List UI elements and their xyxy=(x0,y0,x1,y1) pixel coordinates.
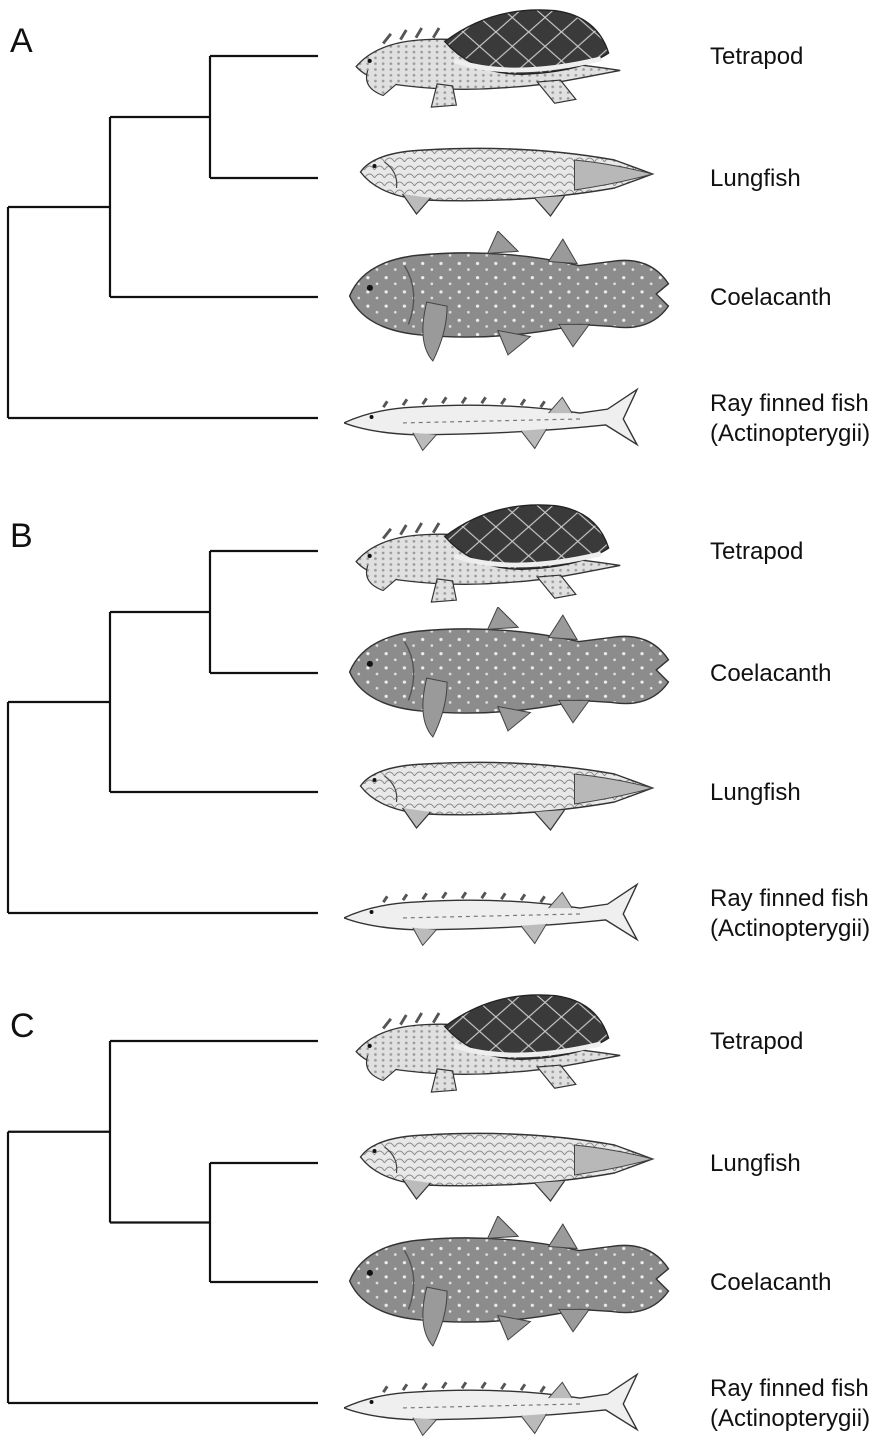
tetrapod-icon xyxy=(356,10,620,107)
taxon-label: Lungfish xyxy=(710,165,801,192)
tetrapod-icon xyxy=(356,505,620,602)
taxon-label: Tetrapod xyxy=(710,1028,803,1055)
lungfish-icon xyxy=(361,762,653,830)
taxon-label: Ray finned fish xyxy=(710,1375,869,1402)
taxon-label: Lungfish xyxy=(710,779,801,806)
taxon-label: (Actinopterygii) xyxy=(710,420,870,447)
taxon-label: Coelacanth xyxy=(710,1269,831,1296)
taxon-label: Tetrapod xyxy=(710,43,803,70)
ray-finned-fish-icon xyxy=(344,389,637,450)
panel-letter: A xyxy=(10,22,33,60)
lungfish-icon xyxy=(361,1133,653,1201)
coelacanth-icon xyxy=(350,1216,669,1346)
taxon-label: Coelacanth xyxy=(710,284,831,311)
taxon-label: (Actinopterygii) xyxy=(710,915,870,942)
taxon-label: Coelacanth xyxy=(710,660,831,687)
ray-finned-fish-icon xyxy=(344,1374,637,1435)
taxon-label: Tetrapod xyxy=(710,538,803,565)
panel-c: C TetrapodLungfishCoelacanthRay finned fi… xyxy=(8,995,870,1436)
coelacanth-icon xyxy=(350,231,669,361)
ray-finned-fish-icon xyxy=(344,884,637,945)
panels-layer: ATetrapodLungfishCoelacanthRay finned fi… xyxy=(8,10,870,1436)
lungfish-icon xyxy=(361,148,653,216)
panel-a: A TetrapodLungfishCoelacanthRay finned fi… xyxy=(8,10,870,451)
taxon-label: Ray finned fish xyxy=(710,885,869,912)
panel-letter: C xyxy=(10,1007,35,1045)
taxon-label: Ray finned fish xyxy=(710,390,869,417)
coelacanth-icon xyxy=(350,607,669,737)
taxon-label: (Actinopterygii) xyxy=(710,1405,870,1432)
taxon-label: Lungfish xyxy=(710,1150,801,1177)
panel-letter: B xyxy=(10,517,33,555)
tetrapod-icon xyxy=(356,995,620,1092)
panel-b: B TetrapodCoelacanthLungfishRay finned fi… xyxy=(8,505,870,946)
